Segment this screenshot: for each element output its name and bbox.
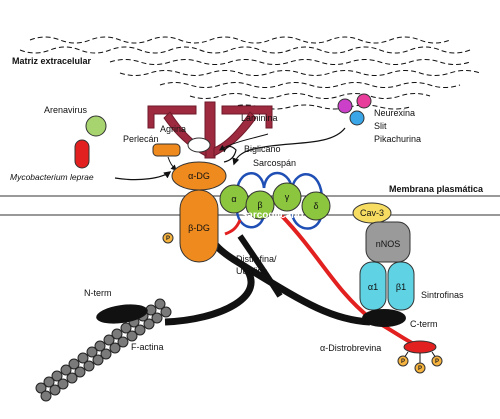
sarcospan-label: Sarcospán <box>253 158 296 168</box>
nnos-shape <box>365 221 411 263</box>
dystrophin-link <box>237 234 283 298</box>
mycobacterium-icon <box>74 139 90 169</box>
phospho-1 <box>397 355 409 367</box>
neurexina-icon <box>337 98 353 114</box>
c-term-label: C-term <box>410 319 438 329</box>
beta-dg-label: β-DG <box>188 223 210 233</box>
distrobrevina-label: α-Distrobrevina <box>320 343 381 353</box>
alpha-dg-label: α-DG <box>188 171 210 181</box>
biglicano-label: Biglicano <box>244 144 281 154</box>
cav3-label: Cav-3 <box>360 208 384 218</box>
slit-icon <box>356 93 372 109</box>
slit-label: Slit <box>374 121 387 131</box>
pikachurina-icon <box>349 110 365 126</box>
nnos-label: nNOS <box>376 239 401 249</box>
n-term-label: N-term <box>84 288 112 298</box>
sarcoglycan-gamma <box>272 182 302 212</box>
perlecan-shape <box>152 143 181 157</box>
sarcoglicano-label: Sarcoglicano <box>241 210 304 221</box>
agrina-shape <box>187 137 211 153</box>
membrane-label: Membrana plasmática <box>389 184 484 194</box>
phospho-2-label: P <box>418 366 422 372</box>
biglicano-shape <box>223 145 237 163</box>
neurexina-arrow <box>232 127 346 166</box>
sarcoglycan-red-link <box>224 219 242 236</box>
f-actin-label: F-actina <box>131 342 164 352</box>
n-term-shape <box>96 304 148 324</box>
b1-label: β1 <box>396 282 406 292</box>
a1-label: α1 <box>368 282 378 292</box>
sg-alpha-label: α <box>231 194 236 204</box>
c-term-shape <box>362 309 406 327</box>
mycobacterium-arrow <box>114 171 172 181</box>
mycobacterium-label: Mycobacterium leprae <box>10 172 94 182</box>
sarcoglycan-delta <box>301 191 331 221</box>
beta-dg-phospho-label: P <box>166 236 170 242</box>
phospho-3-label: P <box>435 359 439 365</box>
extracellular-matrix-fibers <box>19 36 481 110</box>
pikachurina-label: Pikachurina <box>374 134 421 144</box>
distrobrevina-shape <box>403 340 437 354</box>
sg-delta-label: δ <box>313 201 318 211</box>
sg-beta-label: β <box>257 200 262 210</box>
sarcoglycan-beta <box>245 190 275 220</box>
beta-dg-phospho <box>162 232 174 244</box>
distrobrevina-line <box>280 214 419 348</box>
agrina-label: Agrina <box>160 124 186 134</box>
perlecan-label: Perlecán <box>123 134 159 144</box>
sg-gamma-label: γ <box>285 192 290 202</box>
laminin-arrow <box>219 133 269 151</box>
matrix-label: Matriz extracelular <box>12 56 92 66</box>
syntrophin-a1 <box>359 261 387 311</box>
arenavirus-label: Arenavirus <box>44 105 88 115</box>
phospho-3 <box>431 355 443 367</box>
sintrofinas-label: Sintrofinas <box>421 290 464 300</box>
arenavirus-icon <box>85 115 107 137</box>
phospho-1-label: P <box>401 359 405 365</box>
f-actin-filament <box>35 298 172 402</box>
phospho-2 <box>414 362 426 374</box>
distrofina-label-2: Utrofina <box>236 266 268 276</box>
syntrophin-b1 <box>387 261 415 311</box>
perlecan-arrow <box>167 156 177 171</box>
laminin-label: Laminina <box>241 113 278 123</box>
sarcoglycan-complex <box>219 182 331 221</box>
beta-dg-shape <box>179 189 219 263</box>
distrobrevina-phospho-links <box>403 351 437 364</box>
neurexina-label: Neurexina <box>374 108 415 118</box>
distrofina-label-1: Distrofina/ <box>236 254 277 264</box>
dystrophin-ct-chain <box>242 263 371 326</box>
